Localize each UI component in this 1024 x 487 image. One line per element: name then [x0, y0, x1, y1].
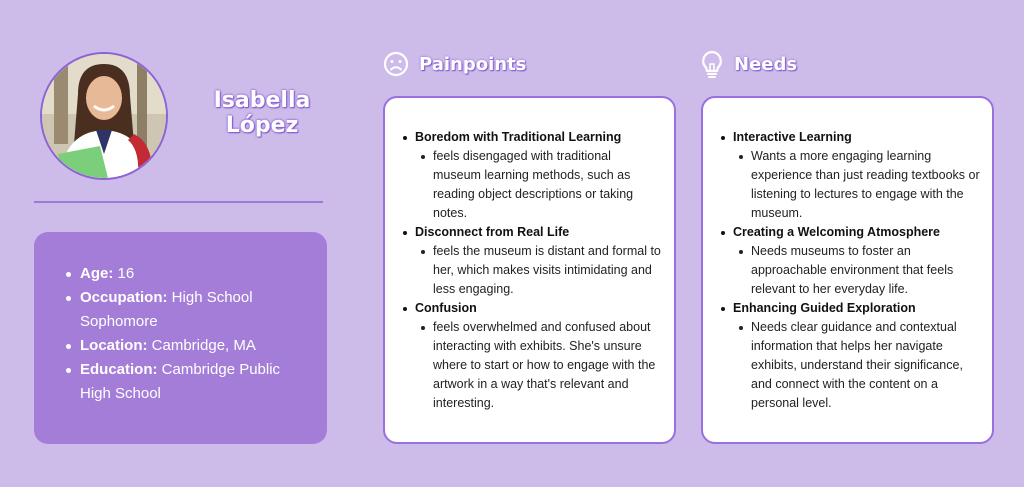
persona-details-card: Age: 16 Occupation: High School Sophomor…: [34, 232, 327, 444]
need-topic: Enhancing Guided Exploration: [733, 301, 916, 315]
painpoint-detail: feels the museum is distant and formal t…: [421, 242, 662, 299]
persona-name: Isabella López: [200, 88, 324, 138]
detail-education: Education: Cambridge Public High School: [66, 358, 307, 406]
painpoint-detail: feels overwhelmed and confused about int…: [421, 318, 662, 413]
detail-occupation: Occupation: High School Sophomore: [66, 286, 307, 334]
list-item: Interactive Learning Wants a more engagi…: [721, 128, 980, 223]
painpoint-topic: Confusion: [415, 301, 477, 315]
persona-first-name: Isabella: [213, 88, 311, 113]
detail-value: 16: [113, 265, 135, 282]
detail-value: Cambridge, MA: [147, 337, 256, 354]
persona-details-list: Age: 16 Occupation: High School Sophomor…: [66, 262, 307, 406]
needs-heading: Needs: [700, 50, 797, 78]
painpoints-card: Boredom with Traditional Learning feels …: [383, 96, 676, 444]
list-item: Boredom with Traditional Learning feels …: [403, 128, 662, 223]
detail-age: Age: 16: [66, 262, 307, 286]
painpoint-topic: Boredom with Traditional Learning: [415, 130, 622, 144]
avatar: [40, 52, 168, 180]
need-detail: Needs clear guidance and contextual info…: [739, 318, 980, 413]
divider: [34, 201, 323, 203]
detail-location: Location: Cambridge, MA: [66, 334, 307, 358]
list-item: Confusion feels overwhelmed and confused…: [403, 299, 662, 413]
sad-face-icon: [383, 51, 409, 77]
persona-last-name: López: [225, 113, 299, 138]
painpoints-title: Painpoints: [419, 53, 527, 75]
profile-photo: [42, 54, 166, 178]
needs-list: Interactive Learning Wants a more engagi…: [721, 128, 980, 413]
detail-value: High School Sophomore: [80, 289, 253, 330]
need-topic: Creating a Welcoming Atmosphere: [733, 225, 940, 239]
painpoint-topic: Disconnect from Real Life: [415, 225, 570, 239]
list-item: Enhancing Guided Exploration Needs clear…: [721, 299, 980, 413]
painpoints-list: Boredom with Traditional Learning feels …: [403, 128, 662, 413]
need-detail: Needs museums to foster an approachable …: [739, 242, 980, 299]
needs-card: Interactive Learning Wants a more engagi…: [701, 96, 994, 444]
painpoints-heading: Painpoints: [383, 51, 526, 77]
detail-label: Age:: [80, 265, 114, 282]
need-detail: Wants a more engaging learning experienc…: [739, 147, 980, 223]
list-item: Creating a Welcoming Atmosphere Needs mu…: [721, 223, 980, 299]
detail-label: Occupation:: [80, 289, 168, 306]
painpoint-detail: feels disengaged with traditional museum…: [421, 147, 662, 223]
needs-title: Needs: [734, 53, 798, 75]
detail-label: Location:: [80, 337, 148, 354]
list-item: Disconnect from Real Life feels the muse…: [403, 223, 662, 299]
lightbulb-icon: [702, 50, 722, 78]
detail-value: Cambridge Public High School: [80, 361, 281, 402]
need-topic: Interactive Learning: [733, 130, 852, 144]
detail-label: Education:: [80, 361, 158, 378]
